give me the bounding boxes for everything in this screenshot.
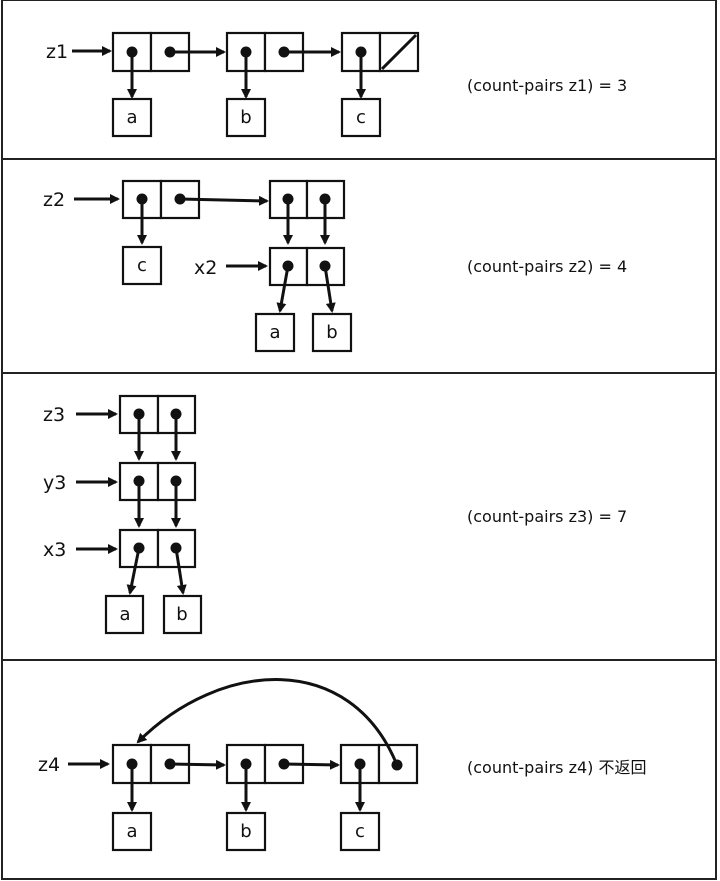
value-c: c bbox=[356, 107, 366, 128]
value-a: a bbox=[119, 604, 130, 625]
z1-label: z1 bbox=[46, 41, 68, 63]
value-box-a bbox=[104, 594, 145, 635]
car-arrow bbox=[276, 265, 290, 313]
value-box-a bbox=[254, 312, 296, 353]
y3-label: y3 bbox=[43, 472, 66, 494]
cdr-arrow bbox=[174, 547, 187, 595]
value-b: b bbox=[240, 821, 251, 842]
value-a: a bbox=[269, 322, 280, 343]
value-c: c bbox=[137, 255, 147, 276]
value-box-c bbox=[121, 245, 163, 286]
result-z4: (count-pairs z4) 不返回 bbox=[467, 758, 646, 777]
result-z3: (count-pairs z3) = 7 bbox=[467, 507, 627, 526]
value-b: b bbox=[176, 604, 187, 625]
result-z1: (count-pairs z1) = 3 bbox=[467, 76, 627, 95]
cycle-back-arrow bbox=[136, 678, 399, 766]
value-box-b bbox=[162, 594, 203, 635]
x2-label: x2 bbox=[194, 257, 217, 279]
panel-z1-diagram: z1 bbox=[46, 31, 627, 138]
panel-z2-diagram: z2 c x2 a bbox=[43, 179, 627, 353]
value-box-c bbox=[339, 811, 381, 852]
z2-label: z2 bbox=[43, 189, 65, 211]
nil-slash bbox=[380, 33, 418, 71]
value-box-b bbox=[225, 811, 267, 852]
value-b: b bbox=[326, 322, 337, 343]
cdr-arrow bbox=[323, 265, 336, 313]
value-box-b bbox=[225, 97, 267, 138]
cdr-arrow bbox=[283, 759, 340, 770]
panel-z4-diagram: z4 a b c (count bbox=[38, 678, 646, 852]
cdr-arrow bbox=[179, 195, 269, 206]
value-a: a bbox=[126, 107, 137, 128]
value-b: b bbox=[240, 107, 251, 128]
pair-3 bbox=[340, 31, 420, 73]
panel-z3-diagram: z3 y3 x3 a bbox=[43, 394, 627, 635]
cdr-arrow bbox=[169, 759, 226, 770]
car-arrow bbox=[126, 547, 141, 595]
result-z2: (count-pairs z2) = 4 bbox=[467, 257, 627, 276]
z3-label: z3 bbox=[43, 404, 65, 426]
z4-label: z4 bbox=[38, 754, 60, 776]
value-box-c bbox=[340, 97, 382, 138]
x3-label: x3 bbox=[43, 539, 66, 561]
panel-z2 bbox=[1, 158, 717, 374]
value-box-a bbox=[111, 811, 153, 852]
value-c: c bbox=[355, 821, 365, 842]
value-box-b bbox=[311, 312, 353, 353]
value-a: a bbox=[126, 821, 137, 842]
value-box-a bbox=[111, 97, 153, 138]
